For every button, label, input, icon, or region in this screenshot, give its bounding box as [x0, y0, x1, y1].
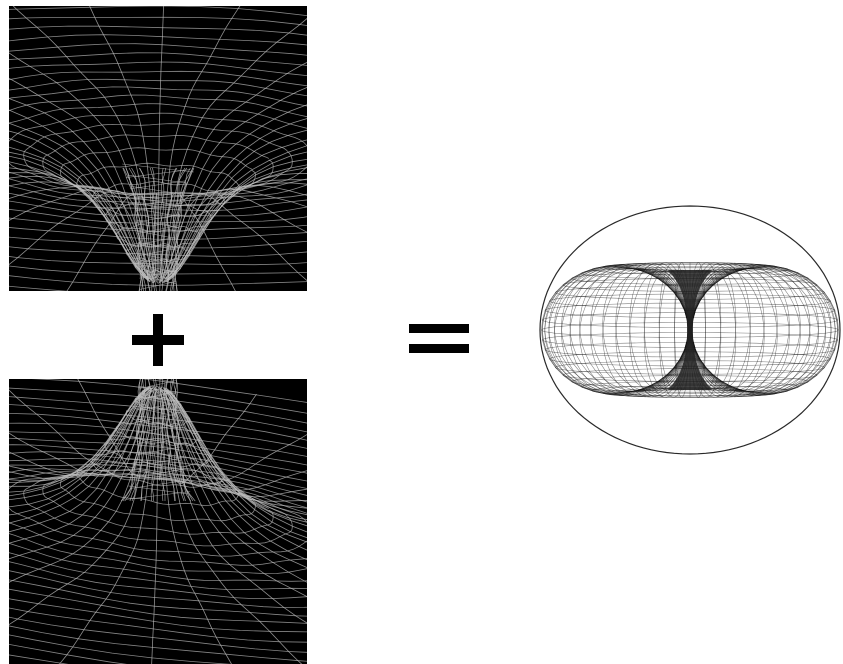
- funnel-up-wireframe: [9, 379, 307, 664]
- funnel-down-panel: [9, 6, 307, 291]
- equals-operator: [404, 312, 474, 382]
- torus-wireframe: [538, 202, 843, 458]
- funnel-up-panel: [9, 379, 307, 664]
- plus-operator: [123, 308, 193, 378]
- funnel-down-wireframe: [9, 6, 307, 291]
